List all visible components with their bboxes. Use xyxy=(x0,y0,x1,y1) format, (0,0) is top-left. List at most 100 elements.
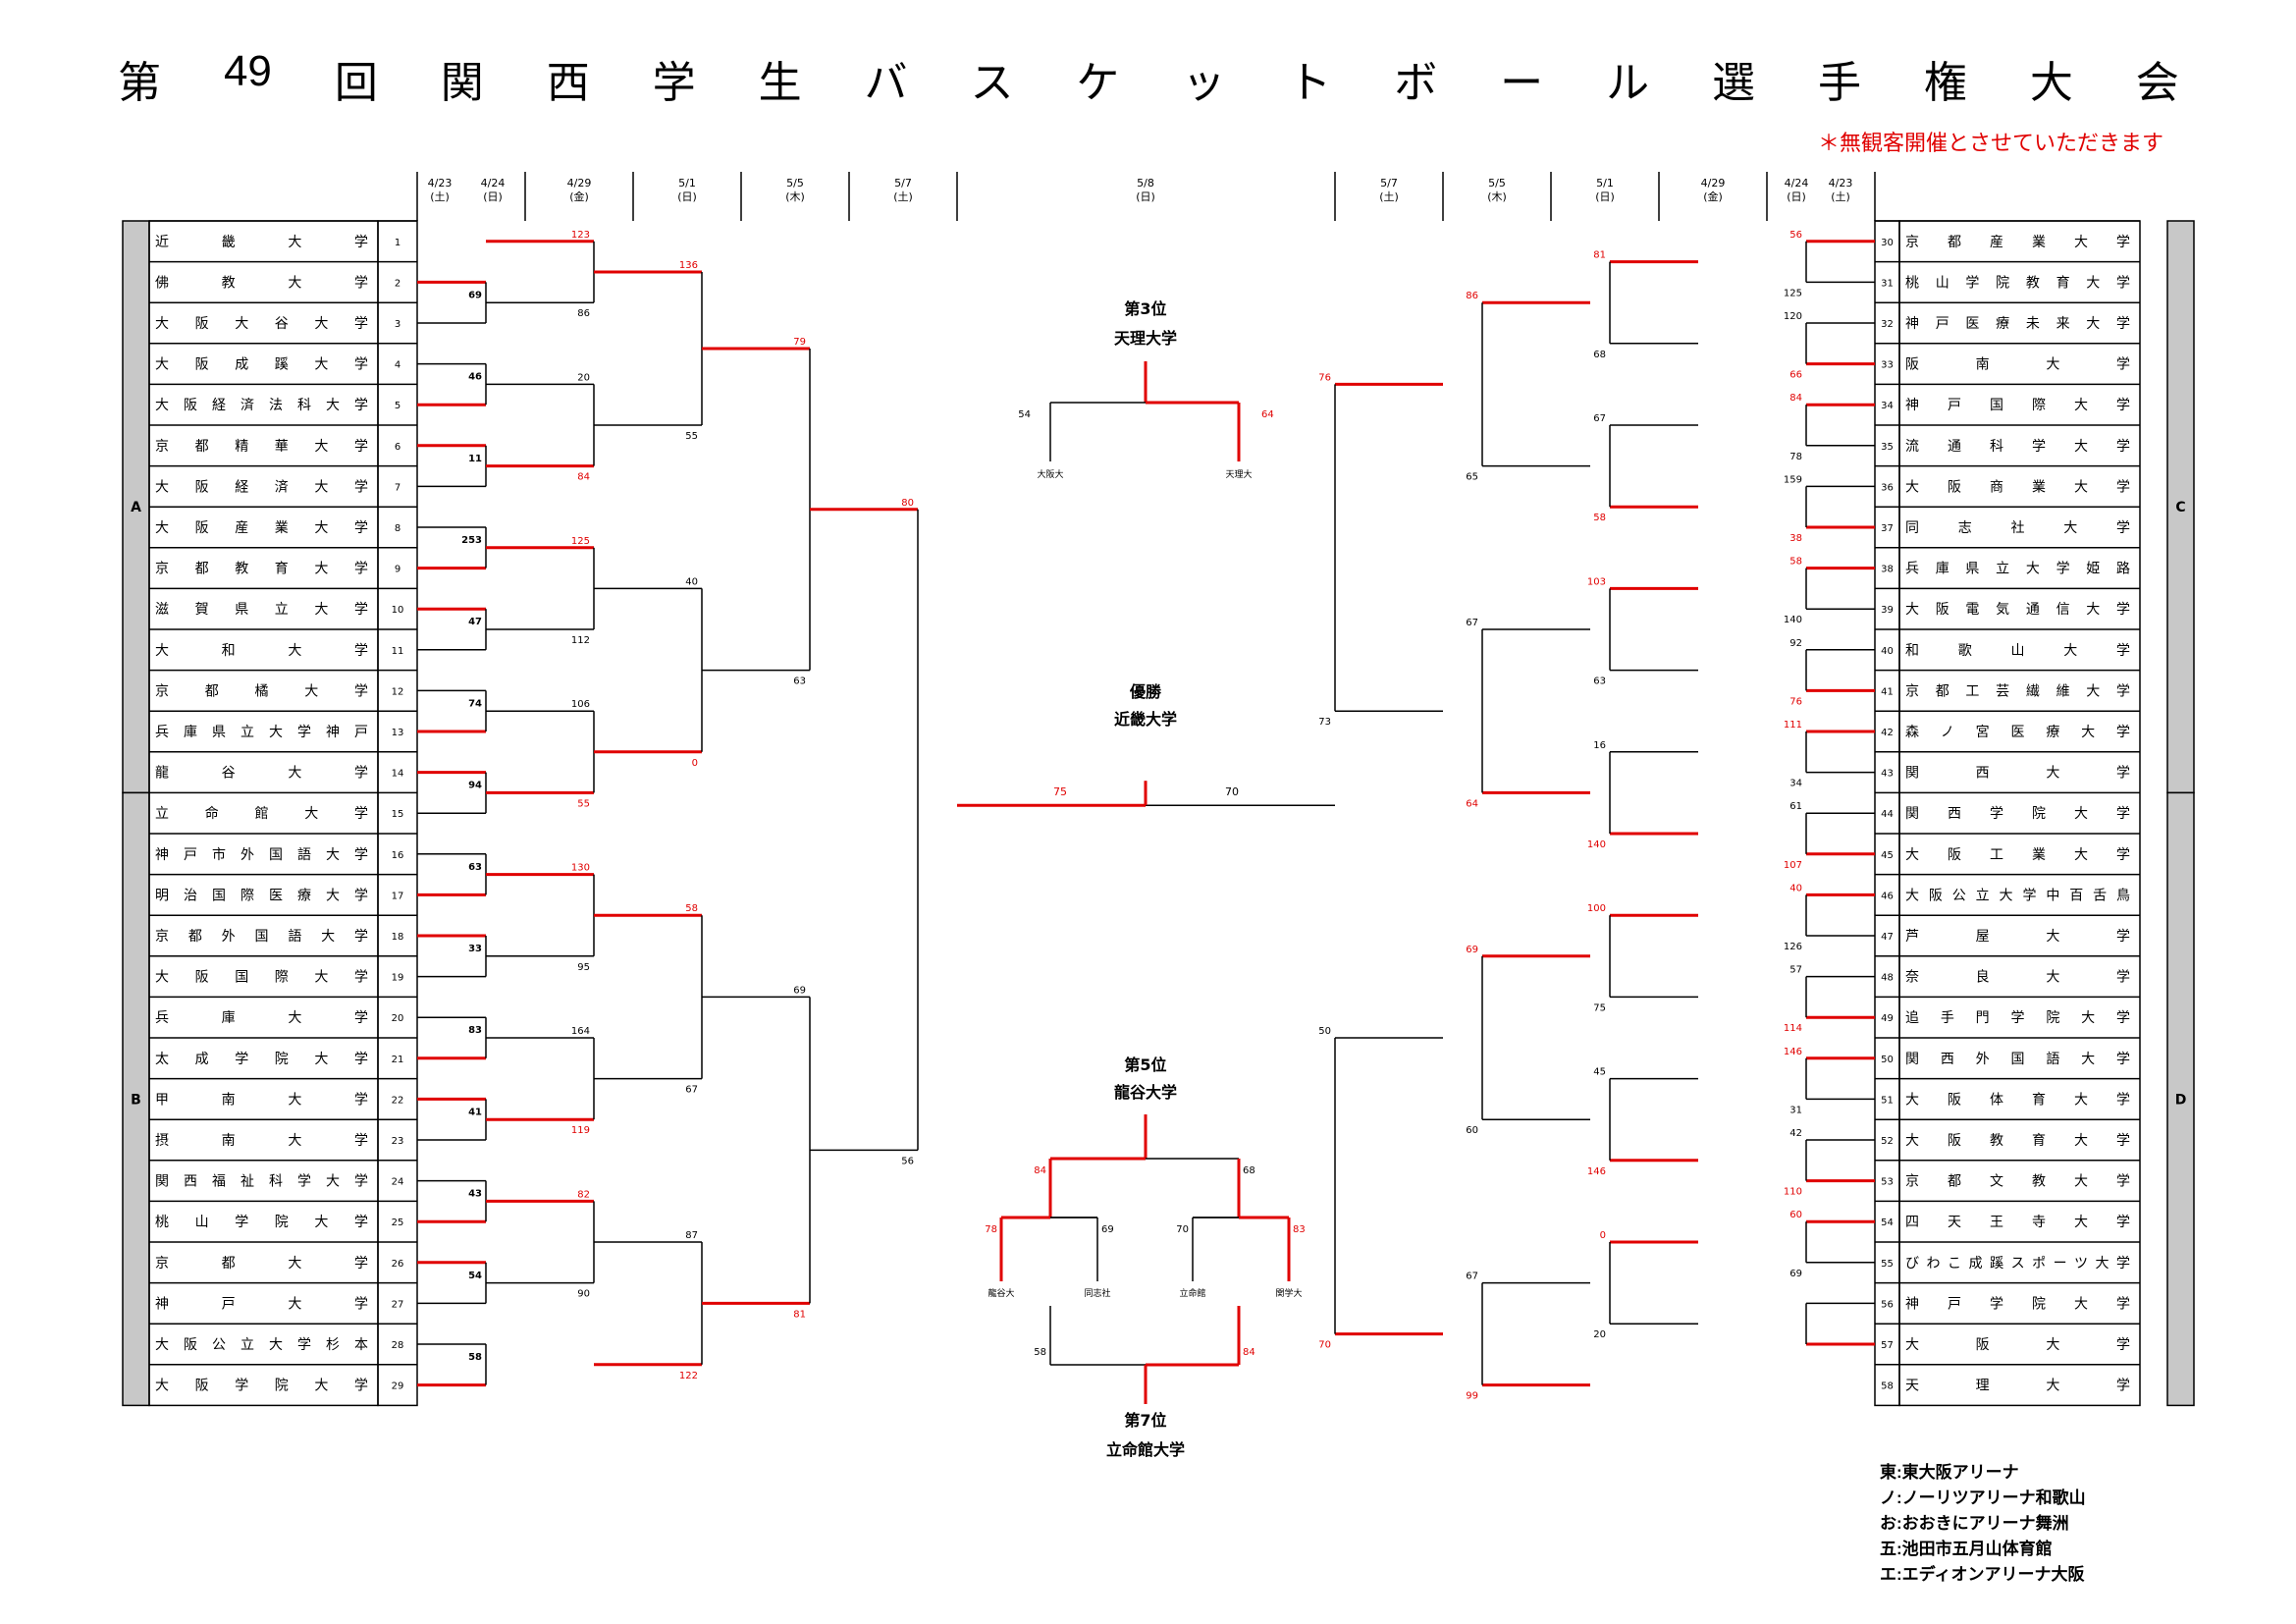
weekday-label: (日) xyxy=(1136,190,1155,203)
score-label: 125 xyxy=(1784,288,1802,298)
score-label: 83 xyxy=(468,1025,482,1036)
team-number: 34 xyxy=(1881,401,1894,411)
team-name: 大阪産業大学 xyxy=(155,520,368,536)
team-number: 27 xyxy=(392,1299,404,1310)
score-label: 63 xyxy=(793,677,806,687)
score-label: 20 xyxy=(1593,1329,1606,1340)
team-number: 43 xyxy=(1881,769,1894,780)
team-short: 立命館 xyxy=(1179,1287,1205,1299)
score-label: 55 xyxy=(685,431,698,442)
team-number: 23 xyxy=(392,1136,404,1147)
score-label: 58 xyxy=(468,1352,482,1363)
score-label: 74 xyxy=(468,698,482,709)
score-label: 95 xyxy=(577,962,590,973)
team-name: 関西福祉科学大学 xyxy=(155,1174,368,1190)
team-name: 京都教育大学 xyxy=(155,562,368,577)
block-label: B xyxy=(131,1092,141,1108)
score-label: 69 xyxy=(468,290,482,300)
team-number: 40 xyxy=(1881,646,1894,657)
title-char: ッ xyxy=(1182,59,1226,107)
score-label: 47 xyxy=(468,617,482,627)
team-number: 21 xyxy=(392,1055,404,1065)
team-name: 大阪公立大学中百舌鳥 xyxy=(1905,888,2130,903)
team-name: びわこ成蹊スポーツ大学 xyxy=(1905,1256,2130,1272)
team-name: 桃山学院教育大学 xyxy=(1905,275,2130,291)
team-number: 9 xyxy=(395,565,400,575)
team-number: 6 xyxy=(395,442,400,453)
team-name: 近畿大学 xyxy=(155,235,368,250)
team-name: 京都工芸繊維大学 xyxy=(1905,683,2130,699)
team-number: 48 xyxy=(1881,973,1894,984)
team-name: 流通科学大学 xyxy=(1905,439,2130,455)
team-name: 大阪経済法科大学 xyxy=(155,398,368,413)
weekday-label: (日) xyxy=(677,190,697,203)
score-label: 76 xyxy=(1318,372,1331,383)
score-label: 68 xyxy=(1243,1165,1255,1176)
score-label: 90 xyxy=(577,1289,590,1300)
team-number: 33 xyxy=(1881,360,1894,371)
team-name: 関西学院大学 xyxy=(1905,806,2130,822)
team-number: 41 xyxy=(1881,686,1894,697)
score-label: 33 xyxy=(468,944,482,954)
score-label: 60 xyxy=(1466,1125,1478,1136)
score-label: 63 xyxy=(1593,677,1606,687)
title-char: 第 xyxy=(118,59,161,107)
score-label: 64 xyxy=(1261,409,1274,420)
score-label: 75 xyxy=(1593,1002,1606,1013)
score-label: 57 xyxy=(1789,965,1802,976)
title-char: ル xyxy=(1606,59,1650,107)
team-name: 大阪大谷大学 xyxy=(155,316,368,332)
score-label: 140 xyxy=(1784,615,1802,625)
venue-legend: 東:東大阪アリーナ ノ:ノーリツアリーナ和歌山 お:おおきにアリーナ舞洲 五:池… xyxy=(1880,1460,2086,1588)
date-label: 4/23 xyxy=(428,177,453,189)
score-label: 60 xyxy=(1789,1210,1802,1220)
team-name: 滋賀県立大学 xyxy=(155,602,368,618)
date-label: 4/23 xyxy=(1829,177,1853,189)
weekday-label: (金) xyxy=(569,189,589,203)
title-char: ー xyxy=(1500,59,1544,107)
title-char: ボ xyxy=(1394,59,1438,107)
team-name: 同志社大学 xyxy=(1905,520,2130,536)
seventh-place-label: 第7位 xyxy=(1124,1411,1166,1430)
team-number: 8 xyxy=(395,523,400,534)
score-label: 164 xyxy=(571,1026,590,1037)
score-label: 65 xyxy=(1466,472,1478,483)
team-number: 25 xyxy=(392,1218,404,1228)
score-label: 100 xyxy=(1587,903,1606,914)
team-short: 龍谷大 xyxy=(988,1287,1014,1299)
score-label: 84 xyxy=(1034,1165,1046,1176)
score-label: 55 xyxy=(577,798,590,809)
legend-item: 東:東大阪アリーナ xyxy=(1880,1463,2019,1482)
fifth-place-name: 龍谷大学 xyxy=(1114,1083,1177,1102)
team-number: 53 xyxy=(1881,1177,1894,1188)
score-label: 67 xyxy=(1593,413,1606,424)
score-label: 50 xyxy=(1318,1026,1331,1037)
block-d xyxy=(2166,791,2195,1407)
third-place-label: 第3位 xyxy=(1124,299,1166,318)
date-label: 4/29 xyxy=(567,177,592,189)
title-char: ト xyxy=(1288,59,1332,107)
score-label: 31 xyxy=(1789,1105,1802,1115)
score-label: 126 xyxy=(1784,942,1802,952)
score-label: 67 xyxy=(1466,1272,1478,1282)
score-label: 83 xyxy=(1293,1224,1306,1235)
title-char: 49 xyxy=(223,47,272,95)
score-label: 58 xyxy=(685,903,698,914)
score-label: 20 xyxy=(577,372,590,383)
team-number: 44 xyxy=(1881,809,1894,820)
team-name: 森ノ宮医療大学 xyxy=(1905,724,2130,740)
score-label: 84 xyxy=(577,472,590,483)
team-name: 大阪学院大学 xyxy=(155,1379,368,1394)
title-char: ケ xyxy=(1076,59,1120,107)
team-name: 太成学院大学 xyxy=(155,1052,368,1067)
legend-item: 五:池田市五月山体育館 xyxy=(1880,1540,2053,1558)
weekday-label: (土) xyxy=(893,190,913,203)
team-name: 立命館大学 xyxy=(155,805,368,822)
team-short: 天理大 xyxy=(1225,468,1252,480)
team-number: 11 xyxy=(392,646,404,657)
team-number: 58 xyxy=(1881,1381,1894,1392)
team-number: 12 xyxy=(392,686,404,697)
score-label: 43 xyxy=(468,1189,482,1200)
